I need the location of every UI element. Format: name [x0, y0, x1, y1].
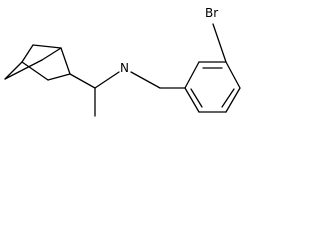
bond-nb-c6-c5 — [4, 59, 43, 80]
bond-ring-double-c3-c4 — [221, 88, 235, 108]
bond-ch-norbornyl — [69, 73, 96, 89]
bond-nb-c1-c6 — [41, 47, 62, 61]
bond-ch2-n — [130, 71, 161, 89]
bond-nb-c2-c3 — [47, 73, 71, 81]
bond-layer — [4, 23, 241, 117]
atom-labels: N Br — [120, 6, 218, 75]
bond-nb-c4-c5 — [4, 61, 23, 80]
bond-c-br — [212, 23, 227, 63]
bond-nb-c1-c7 — [32, 44, 62, 49]
structural-formula: N Br — [4, 6, 241, 117]
bond-ring-c6-c1 — [184, 61, 200, 89]
bond-ring-c5-c6 — [184, 87, 200, 113]
bond-ring-double-c5-c6 — [190, 88, 203, 108]
bond-nb-c4-c3 — [21, 61, 49, 81]
bond-ring-c3-c4 — [225, 87, 241, 113]
bond-nb-c7-c4 — [21, 44, 34, 63]
atom-label-nitrogen: N — [120, 61, 129, 75]
bond-n-ch — [94, 71, 120, 89]
atom-label-bromine: Br — [205, 6, 218, 20]
bond-ring-c2-c3 — [225, 61, 241, 89]
bond-nb-c2-c1 — [60, 47, 71, 75]
